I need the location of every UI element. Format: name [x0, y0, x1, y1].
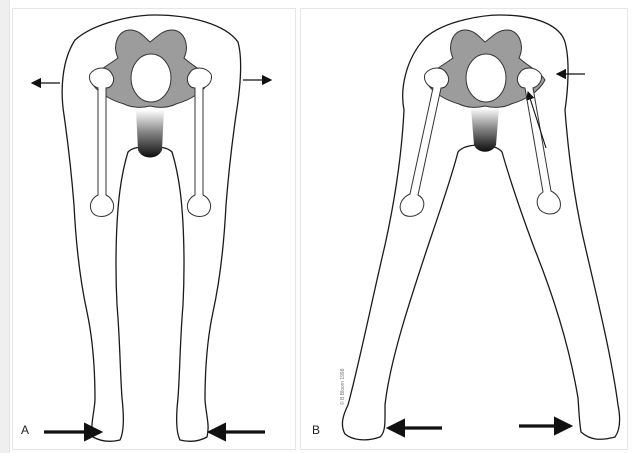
panel-label-b: B — [312, 423, 320, 437]
copyright-text: © B Bloom 1998 — [340, 369, 346, 405]
figure-a — [32, 15, 271, 441]
panel-label-a: A — [21, 423, 29, 437]
pelvic-inlet-a — [131, 54, 171, 102]
figure-b — [342, 15, 619, 440]
groin-b — [471, 108, 499, 152]
pelvic-inlet-b — [466, 54, 506, 102]
groin-a — [136, 110, 164, 158]
